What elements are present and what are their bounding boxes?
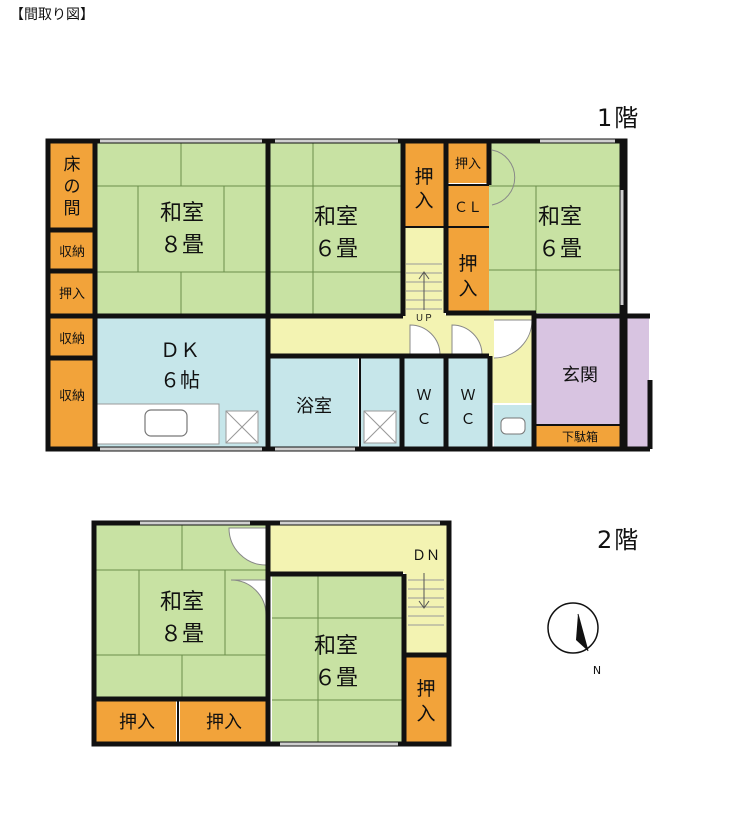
stair-dn-area xyxy=(405,573,447,653)
dk-label-2: ６帖 xyxy=(160,368,200,392)
compass-north-label: N xyxy=(593,664,601,677)
compass: N xyxy=(547,602,601,677)
genkan-doma xyxy=(625,315,649,447)
floor2-labels: 和室 ８畳 和室 ６畳 押入 押入 押 入 ＤＮ xyxy=(119,548,440,733)
dn-label: ＤＮ xyxy=(412,548,440,564)
sink xyxy=(144,409,188,437)
oshiire2-v-label-b: 入 xyxy=(416,703,435,725)
stairs-down xyxy=(408,573,444,626)
washitsu-8-size: ８畳 xyxy=(160,233,204,258)
wc-room-1 xyxy=(403,358,445,447)
washitsu2-8-label: 和室 xyxy=(160,590,204,615)
shuno-room-1 xyxy=(50,230,95,271)
oshiire-v-label-1b: 入 xyxy=(414,190,433,212)
shuno-room-2 xyxy=(50,318,95,358)
oshiire2-v-label-a: 押 xyxy=(416,678,435,700)
washitsu-6a-room xyxy=(270,143,403,315)
oshiire-v-label-2b: 入 xyxy=(458,278,477,300)
oshiire2-room-3 xyxy=(405,655,447,742)
wc1-label-c: Ｃ xyxy=(416,410,431,428)
wc-room-2 xyxy=(447,358,489,447)
genkan-label: 玄関 xyxy=(562,365,598,386)
oshiire2-label-1: 押入 xyxy=(119,712,155,733)
cl-label: ＣＬ xyxy=(454,200,482,216)
floor1-plan: 床 の 間 収納 押入 収納 収納 和室 ８畳 和室 ６畳 和室 ６畳 押 入 … xyxy=(45,138,653,452)
tokonoma-label-1: 床 xyxy=(64,155,81,175)
washitsu2-6-label: 和室 xyxy=(314,634,358,659)
getabako-room xyxy=(536,425,622,447)
dk-label-1: ＤＫ xyxy=(160,338,200,362)
washitsu-6a-label: 和室 xyxy=(314,205,358,230)
wc2-label-c: Ｃ xyxy=(460,410,475,428)
floor2-walls xyxy=(91,520,452,747)
washitsu-6b-size: ６畳 xyxy=(538,237,582,262)
wc1-label-w: Ｗ xyxy=(416,386,431,404)
washitsu2-8-size: ８畳 xyxy=(160,622,204,647)
up-label: ＵＰ xyxy=(415,314,433,324)
floor1-label: 1階 xyxy=(597,104,641,132)
window-marks xyxy=(100,139,624,451)
tokonoma-label-3: 間 xyxy=(64,199,81,219)
genkan-room xyxy=(536,315,622,425)
tokonoma-room xyxy=(50,143,95,230)
shuno-label-2: 収納 xyxy=(59,332,85,347)
bath-room xyxy=(270,358,358,447)
tatami-lines xyxy=(95,143,622,315)
oshiire-label-1: 押入 xyxy=(59,287,85,302)
oshiire-room-4 xyxy=(447,227,489,313)
washbasin xyxy=(500,417,526,435)
oshiire-room-3 xyxy=(447,143,489,183)
floor2-label: 2階 xyxy=(597,526,641,554)
oshiire-label-small: 押入 xyxy=(455,157,481,172)
window2-marks xyxy=(140,521,440,746)
stairs-up xyxy=(406,263,442,310)
wc2-label-w: Ｗ xyxy=(460,386,475,404)
oshiire2-room-2 xyxy=(180,700,268,742)
oshiire-v-label-1a: 押 xyxy=(414,166,433,188)
washitsu-6b-room xyxy=(489,143,622,313)
washitsu-6b-label: 和室 xyxy=(538,205,582,230)
bath-label: 浴室 xyxy=(296,396,332,417)
getabako-label: 下駄箱 xyxy=(562,429,598,444)
cl-room xyxy=(447,185,489,227)
washitsu-8-label: 和室 xyxy=(160,201,204,226)
washitsu2-6-size: ６畳 xyxy=(314,666,358,691)
oshiire-room-2 xyxy=(403,143,445,227)
oshiire-v-label-2a: 押 xyxy=(458,253,477,275)
floor1-thin-walls xyxy=(359,184,622,449)
shuno-label-3: 収納 xyxy=(59,389,85,404)
floor2-plan: 和室 ８畳 和室 ６畳 押入 押入 押 入 ＤＮ xyxy=(91,520,452,747)
shuno-label-1: 収納 xyxy=(59,245,85,260)
corridor2 xyxy=(270,525,447,573)
tatami2-lines xyxy=(96,525,403,742)
page-title: 【間取り図】 xyxy=(10,7,94,23)
tokonoma-label-2: の xyxy=(64,177,81,197)
washitsu-6a-size: ６畳 xyxy=(314,237,358,262)
oshiire2-room-1 xyxy=(96,700,176,742)
washitsu2-6-room xyxy=(272,575,403,742)
shuno-room-3 xyxy=(50,358,95,447)
oshiire-room-1 xyxy=(50,271,95,315)
oshiire2-label-2: 押入 xyxy=(206,712,242,733)
floor1-labels: 床 の 間 収納 押入 収納 収納 和室 ８畳 和室 ６畳 和室 ６畳 押 入 … xyxy=(59,155,598,444)
